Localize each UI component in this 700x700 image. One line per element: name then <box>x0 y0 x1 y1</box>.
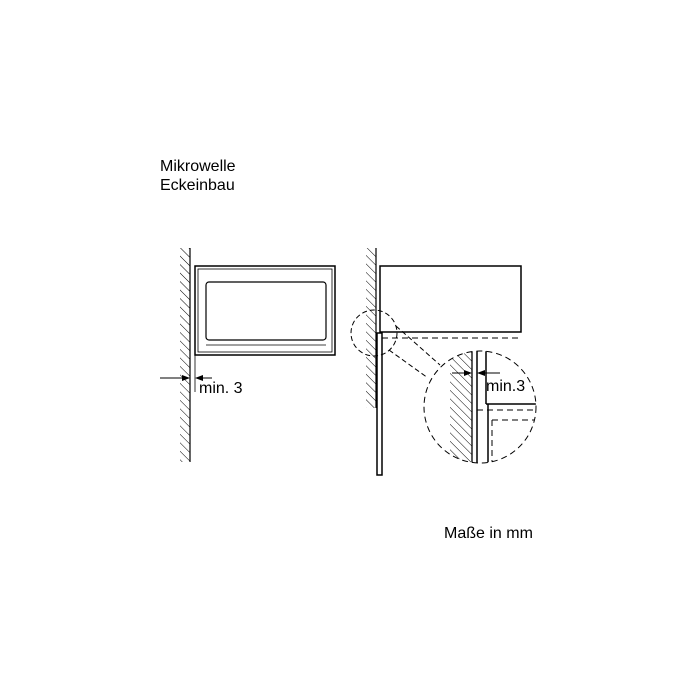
clearance-arrowhead-left <box>182 375 190 381</box>
detail-circle-outline <box>423 350 537 464</box>
microwave-inner-frame <box>197 268 333 353</box>
title-line-product: Mikrowelle <box>160 158 236 175</box>
left-wall-hatching <box>180 248 190 462</box>
microwave-door-window <box>205 281 327 341</box>
detail-leader-line-upper <box>395 325 441 366</box>
left-clearance-label: min. 3 <box>199 380 243 397</box>
detail-clearance-label: min.3 <box>486 378 525 395</box>
front-view: min. 3 <box>160 248 336 462</box>
microwave-outer-frame <box>194 265 336 356</box>
title-line-installation-type: Eckeinbau <box>160 177 235 194</box>
clearance-arrowhead-right <box>195 375 203 381</box>
detail-source-circle <box>350 309 398 357</box>
detail-wall-hatching <box>450 351 472 463</box>
microwave-body-side <box>379 265 522 333</box>
door-panel <box>376 332 383 476</box>
right-wall-hatching <box>366 248 376 408</box>
detail-leader-line-lower <box>388 349 429 379</box>
units-note: Maße in mm <box>444 525 533 542</box>
diagram-title: Mikrowelle Eckeinbau <box>160 157 236 195</box>
detail-arrowhead-right <box>477 370 485 376</box>
side-view: min.3 <box>350 248 537 476</box>
detail-magnified-view: min.3 <box>423 350 537 464</box>
detail-arrowhead-left <box>464 370 472 376</box>
